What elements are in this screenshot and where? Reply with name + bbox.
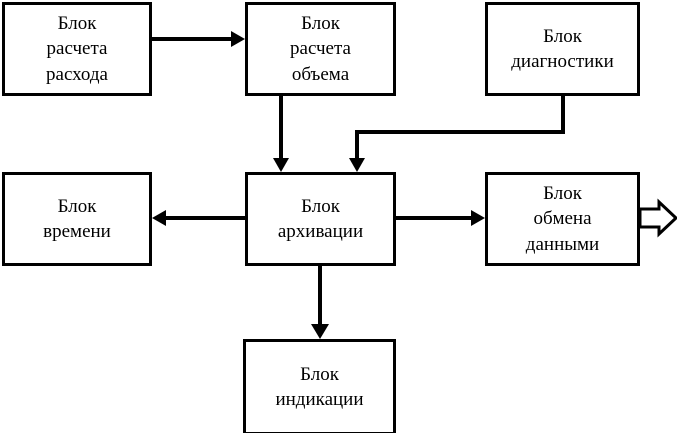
connector-volume-calc-to-archiving (273, 96, 289, 172)
connector-data-exchange-output (638, 198, 677, 238)
block-label-line: Блок (301, 13, 340, 35)
block-archiving[interactable]: Блок архивации (245, 172, 396, 266)
block-indication[interactable]: Блок индикации (243, 339, 396, 433)
connector-flow-calc-to-volume-calc (152, 31, 245, 47)
block-label-line: времени (43, 221, 111, 242)
block-time[interactable]: Блок времени (2, 172, 152, 266)
block-volume-calculation[interactable]: Блок расчета объема (245, 2, 396, 96)
block-label-line: Блок (300, 363, 339, 385)
block-label-line: расчета (46, 38, 108, 60)
block-diagnostics[interactable]: Блок диагностики (485, 2, 640, 96)
block-label-line: Блок (57, 195, 97, 217)
block-label-line: диагностики (511, 51, 614, 72)
block-label-line: Блок (543, 25, 582, 47)
block-label-line: Блок (301, 195, 340, 217)
block-label-line: обмена (533, 208, 592, 230)
block-label-line: Блок (57, 13, 97, 35)
connector-archiving-to-time (152, 210, 245, 226)
block-label-line: объема (291, 63, 350, 85)
block-data-exchange[interactable]: Блок обмена данными (485, 172, 640, 266)
connector-archiving-to-data-exchange (396, 210, 485, 226)
connector-diagnostics-to-archiving (349, 96, 565, 172)
block-label-line: архивации (277, 221, 364, 242)
block-label-line: данными (525, 233, 600, 255)
block-label-line: индикации (275, 389, 364, 410)
block-label-line: расчета (290, 38, 351, 60)
block-label-line: Блок (543, 183, 582, 205)
block-flow-calculation[interactable]: Блок расчета расхода (2, 2, 152, 96)
block-label-line: расхода (46, 63, 108, 85)
connector-archiving-to-indication (311, 266, 329, 339)
